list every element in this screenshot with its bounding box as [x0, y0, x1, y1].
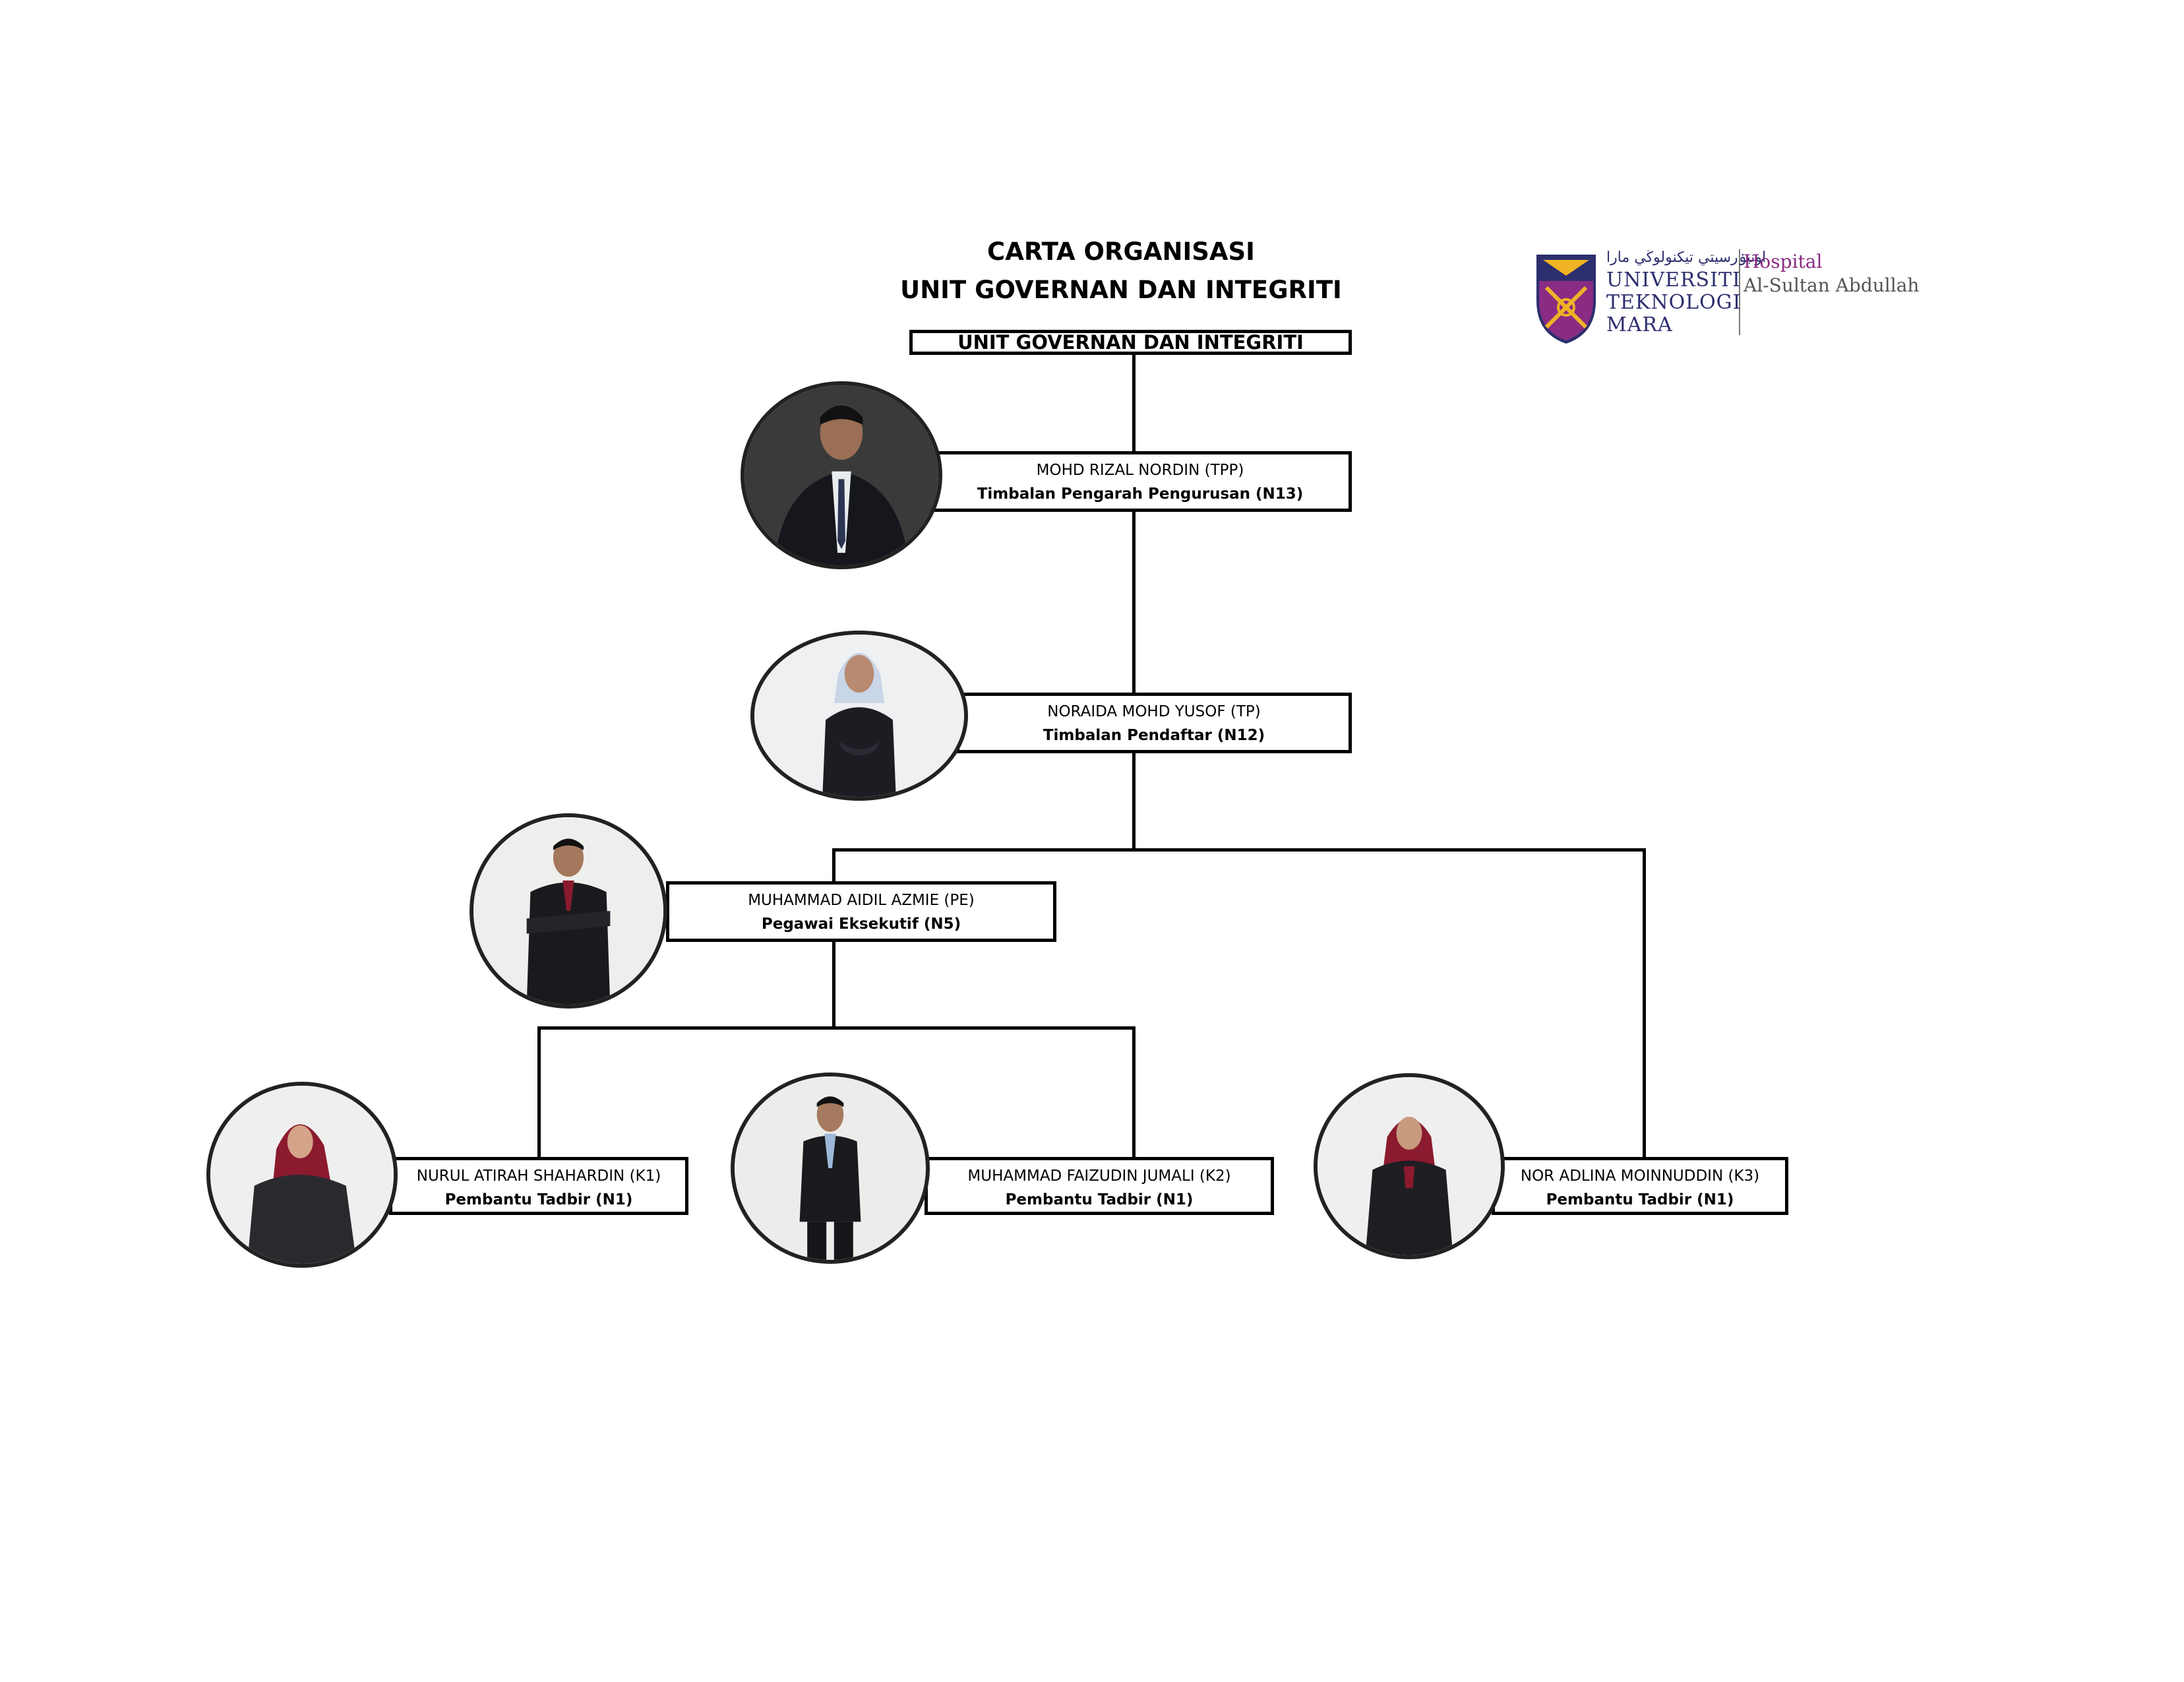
- node-position: Pembantu Tadbir (N1): [1546, 1191, 1734, 1208]
- connector-line: [1132, 753, 1136, 850]
- connector-line: [832, 942, 835, 1028]
- node-name: MOHD RIZAL NORDIN (TPP): [1036, 462, 1244, 479]
- chart-title: CARTA ORGANISASI: [987, 237, 1255, 266]
- node-position: Pegawai Eksekutif (N5): [761, 916, 961, 933]
- node-name: NURUL ATIRAH SHAHARDIN (K1): [416, 1168, 661, 1185]
- logo-hospital-name: Al-Sultan Abdullah: [1744, 274, 1920, 296]
- node-name: NORAIDA MOHD YUSOF (TP): [1047, 703, 1261, 720]
- node-pe: MUHAMMAD AIDIL AZMIE (PE) Pegawai Ekseku…: [666, 881, 1056, 942]
- node-name: MUHAMMAD AIDIL AZMIE (PE): [748, 892, 975, 909]
- node-k3: NOR ADLINA MOINNUDDIN (K3) Pembantu Tadb…: [1492, 1157, 1788, 1215]
- photo-tpp: [741, 381, 942, 569]
- logo-hospital-label: Hospital: [1744, 251, 1823, 272]
- uitm-logo: [1536, 249, 1740, 344]
- node-position: Pembantu Tadbir (N1): [444, 1191, 633, 1208]
- photo-tp: [750, 631, 968, 801]
- logo-arabic-text: اونيۏرسيتي تيكنولوڬي مارا: [1606, 249, 1767, 266]
- photo-k1: [206, 1082, 398, 1268]
- photo-k2: [731, 1073, 930, 1264]
- node-position: Timbalan Pengarah Pengurusan (N13): [977, 485, 1304, 503]
- chart-subtitle: UNIT GOVERNAN DAN INTEGRITI: [900, 276, 1342, 304]
- node-position: Timbalan Pendaftar (N12): [1043, 727, 1265, 744]
- connector-line: [1132, 512, 1136, 697]
- unit-header-box: UNIT GOVERNAN DAN INTEGRITI: [909, 330, 1352, 355]
- connector-line: [1132, 1026, 1136, 1168]
- node-tp: NORAIDA MOHD YUSOF (TP) Timbalan Pendaft…: [956, 693, 1352, 753]
- connector-line: [1132, 355, 1136, 457]
- node-k2: MUHAMMAD FAIZUDIN JUMALI (K2) Pembantu T…: [925, 1157, 1274, 1215]
- connector-line: [537, 1026, 541, 1168]
- logo-university-text: UNIVERSITI TEKNOLOGI MARA: [1606, 268, 1742, 336]
- connector-line: [537, 1026, 1136, 1030]
- photo-k3: [1314, 1073, 1505, 1259]
- node-name: NOR ADLINA MOINNUDDIN (K3): [1520, 1168, 1760, 1185]
- node-name: MUHAMMAD FAIZUDIN JUMALI (K2): [967, 1168, 1231, 1185]
- connector-line: [832, 848, 835, 885]
- node-tpp: MOHD RIZAL NORDIN (TPP) Timbalan Pengara…: [928, 451, 1352, 512]
- photo-pe: [470, 813, 667, 1009]
- connector-line: [1643, 848, 1646, 1169]
- node-k1: NURUL ATIRAH SHAHARDIN (K1) Pembantu Tad…: [389, 1157, 688, 1215]
- node-position: Pembantu Tadbir (N1): [1005, 1191, 1194, 1208]
- connector-line: [832, 848, 1646, 852]
